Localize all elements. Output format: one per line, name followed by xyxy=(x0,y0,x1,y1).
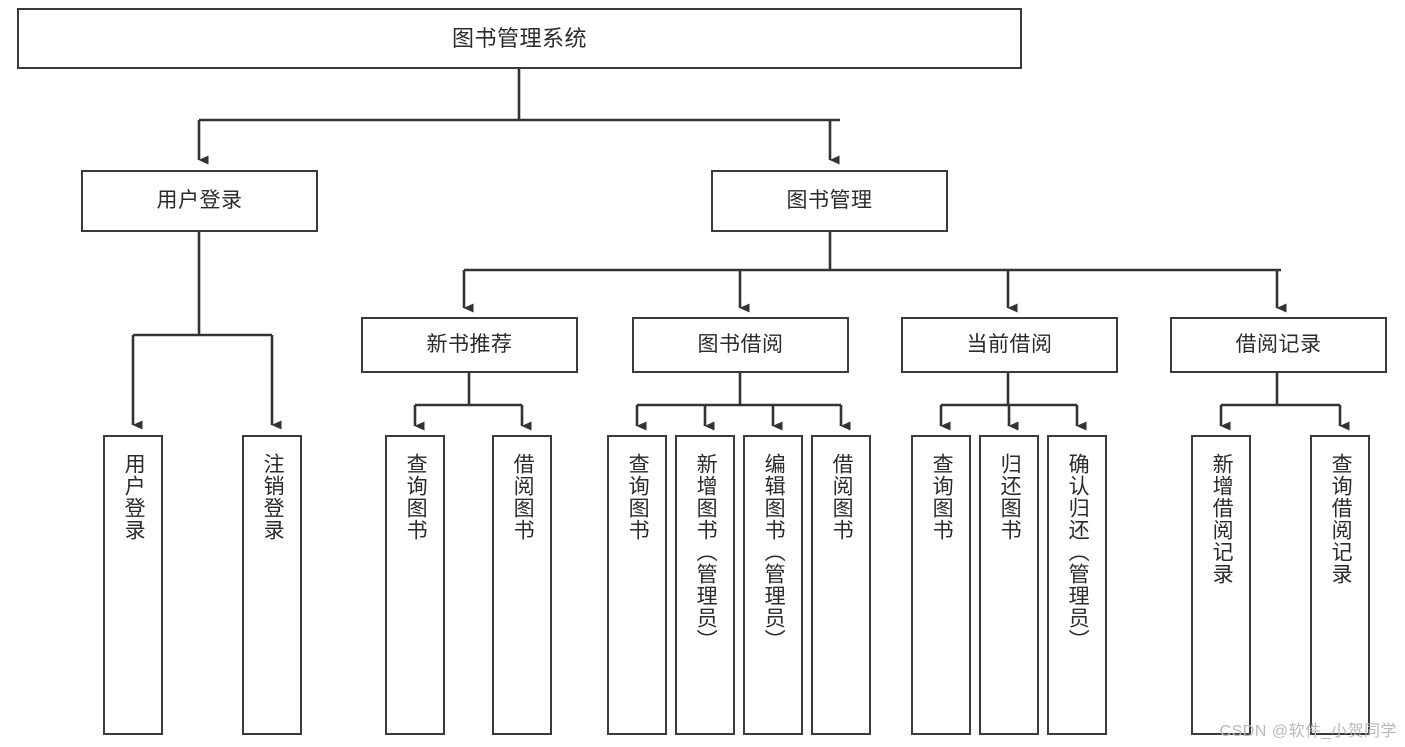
node-new-book-recommend[interactable]: 新书推荐 xyxy=(361,317,578,373)
leaf-current-return-book[interactable]: 归还图书 xyxy=(979,435,1039,735)
node-root-system[interactable]: 图书管理系统 xyxy=(17,8,1022,69)
node-label: 当前借阅 xyxy=(966,332,1053,356)
node-label: 借阅记录 xyxy=(1235,332,1322,356)
node-label: 查询图书 xyxy=(404,453,428,541)
node-label: 编辑图书（管理员） xyxy=(762,453,786,651)
node-book-borrow[interactable]: 图书借阅 xyxy=(632,317,849,373)
leaf-logout[interactable]: 注销登录 xyxy=(242,435,302,735)
node-label: 新增图书（管理员） xyxy=(694,453,718,651)
leaf-record-add-record[interactable]: 新增借阅记录 xyxy=(1191,435,1251,735)
node-label: 注销登录 xyxy=(261,453,285,541)
leaf-borrow-edit-book-admin[interactable]: 编辑图书（管理员） xyxy=(743,435,803,735)
leaf-record-query-record[interactable]: 查询借阅记录 xyxy=(1310,435,1370,735)
leaf-recommend-borrow-book[interactable]: 借阅图书 xyxy=(492,435,552,735)
leaf-borrow-borrow-book[interactable]: 借阅图书 xyxy=(811,435,871,735)
leaf-current-confirm-return-admin[interactable]: 确认归还（管理员） xyxy=(1047,435,1107,735)
node-label: 查询借阅记录 xyxy=(1329,453,1353,585)
node-current-borrow[interactable]: 当前借阅 xyxy=(901,317,1118,373)
node-label: 图书管理系统 xyxy=(451,25,587,51)
leaf-borrow-add-book-admin[interactable]: 新增图书（管理员） xyxy=(675,435,735,735)
node-label: 用户登录 xyxy=(156,188,243,212)
leaf-borrow-query-book[interactable]: 查询图书 xyxy=(607,435,667,735)
node-label: 借阅图书 xyxy=(511,453,535,541)
node-book-management[interactable]: 图书管理 xyxy=(711,170,948,232)
node-label: 确认归还（管理员） xyxy=(1066,453,1090,651)
node-borrow-record[interactable]: 借阅记录 xyxy=(1170,317,1387,373)
leaf-user-login[interactable]: 用户登录 xyxy=(103,435,163,735)
node-label: 新书推荐 xyxy=(426,332,513,356)
node-label: 图书管理 xyxy=(786,188,873,212)
node-label: 查询图书 xyxy=(930,453,954,541)
leaf-recommend-query-book[interactable]: 查询图书 xyxy=(385,435,445,735)
node-user-login[interactable]: 用户登录 xyxy=(81,170,318,232)
node-label: 用户登录 xyxy=(122,453,146,541)
node-label: 查询图书 xyxy=(626,453,650,541)
leaf-current-query-book[interactable]: 查询图书 xyxy=(911,435,971,735)
node-label: 图书借阅 xyxy=(697,332,784,356)
csdn-watermark: CSDN @软件_小贺同学 xyxy=(1219,723,1397,740)
node-label: 新增借阅记录 xyxy=(1210,453,1234,585)
node-label: 借阅图书 xyxy=(830,453,854,541)
node-label: 归还图书 xyxy=(998,453,1022,541)
